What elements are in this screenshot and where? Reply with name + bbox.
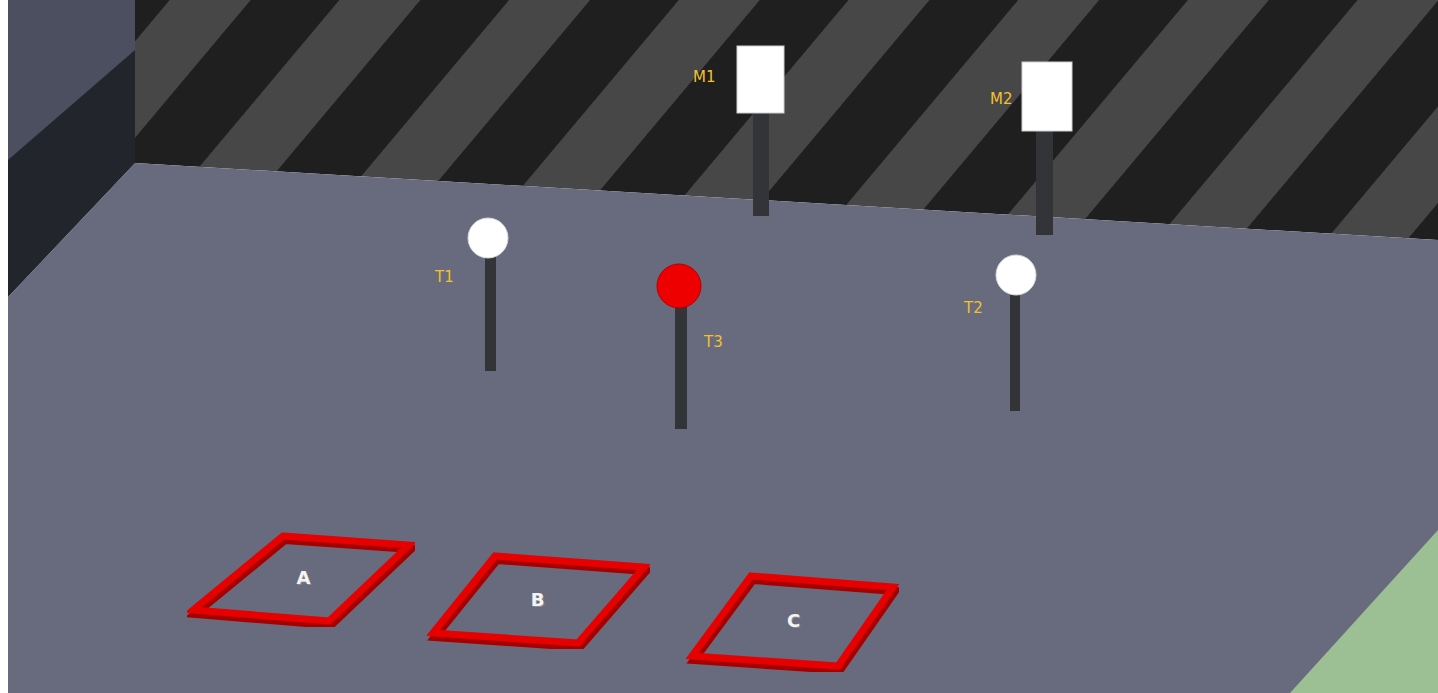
floor-pad: C — [686, 570, 899, 672]
part-label: T1 — [435, 270, 454, 285]
part-label: T3 — [704, 335, 723, 350]
part-label: T2 — [964, 301, 983, 316]
pad-letter: A — [297, 569, 311, 587]
floor-pad: B — [427, 550, 650, 649]
part-label: M2 — [990, 92, 1013, 107]
part-label: M1 — [693, 70, 716, 85]
pad-letter: C — [787, 612, 800, 630]
pad-letter: B — [531, 591, 545, 609]
floor-pad: A — [187, 530, 415, 627]
